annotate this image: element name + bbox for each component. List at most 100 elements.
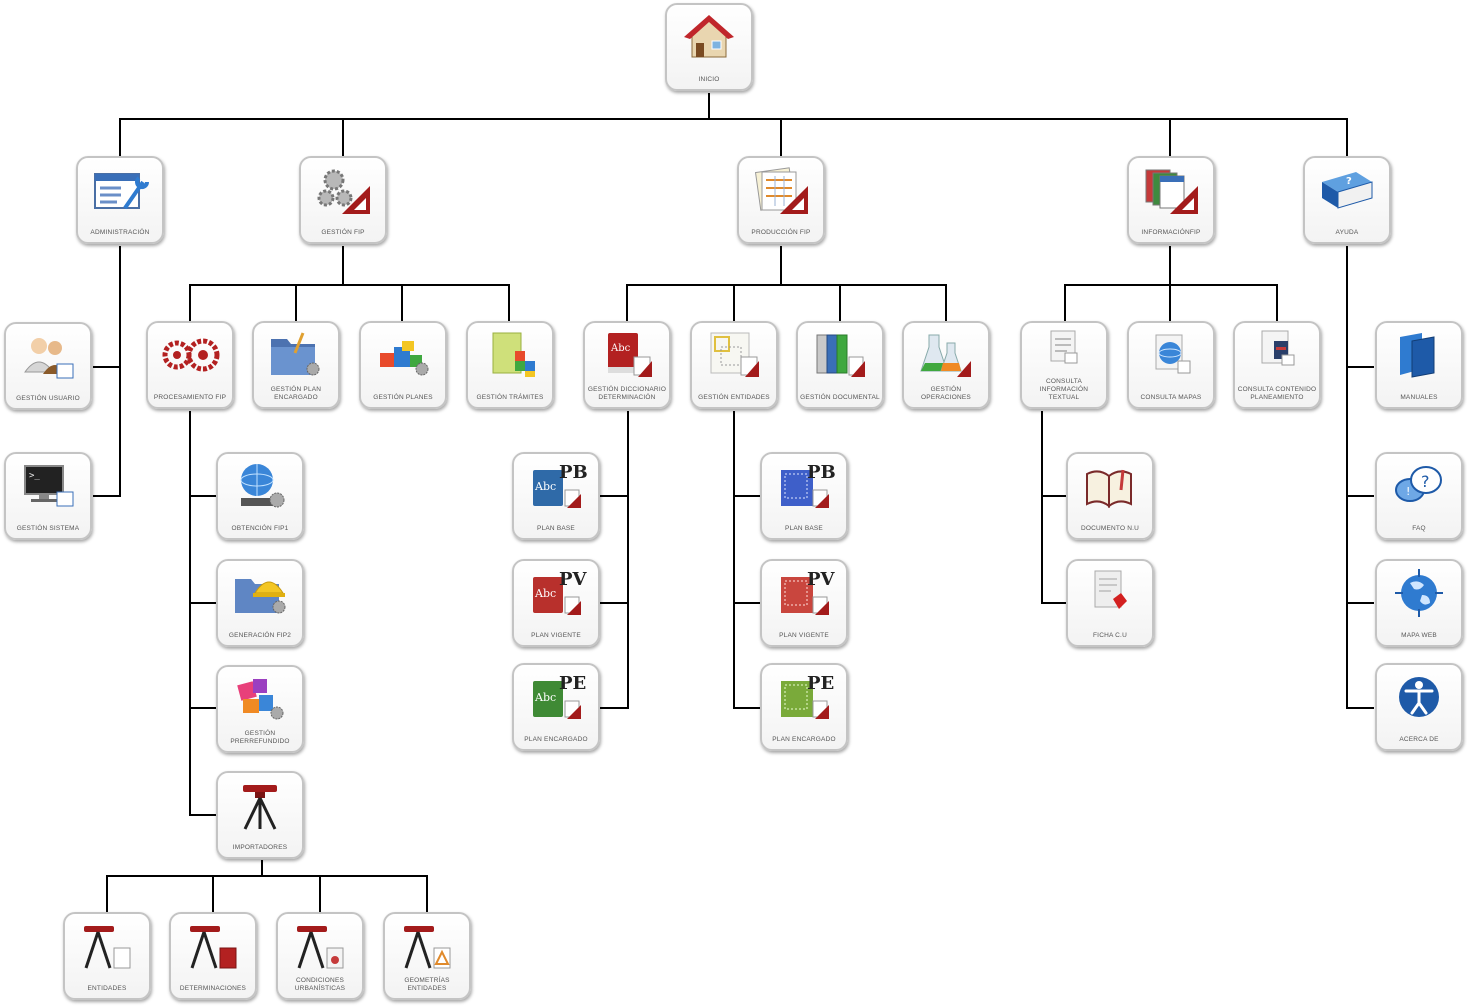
- node-label: ENTIDADES: [87, 985, 127, 992]
- node-gestion-fip[interactable]: GESTIÓN FIP: [299, 156, 387, 244]
- node-gestion-prerefundido[interactable]: GESTIÓN PRERREFUNDIDO: [216, 665, 304, 753]
- node-gestion-planes[interactable]: GESTIÓN PLANES: [359, 321, 447, 409]
- node-gestion-plan-encargado[interactable]: GESTIÓN PLAN ENCARGADO: [252, 321, 340, 409]
- house-icon: [684, 15, 734, 58]
- gears-ruler-icon: [317, 169, 370, 214]
- badge-text: PB: [807, 462, 835, 483]
- node-gestion-operaciones[interactable]: GESTIÓN OPERACIONES: [902, 321, 990, 409]
- node-administracion[interactable]: ADMINISTRACIÓN: [76, 156, 164, 244]
- node-consulta-mapas[interactable]: CONSULTA MAPAS: [1127, 321, 1215, 409]
- node-label: PLAN VIGENTE: [531, 632, 581, 639]
- node-gestion-diccionario[interactable]: Abc GESTIÓN DICCIONARIO DETERMINACIÓN: [583, 321, 671, 409]
- node-importadores[interactable]: IMPORTADORES: [216, 771, 304, 859]
- node-label: INFORMACIÓNFIP: [1141, 229, 1201, 236]
- node-label: GESTIÓN SISTEMA: [16, 525, 80, 532]
- node-label: CONSULTA INFORMACIÓN TEXTUAL: [1039, 378, 1089, 401]
- web-globe-icon: [1395, 569, 1443, 617]
- globe-document-icon: [1155, 334, 1191, 374]
- svg-text:Abc: Abc: [534, 691, 556, 704]
- book-pb-icon: Abc PB: [533, 462, 587, 508]
- node-produccion-fip[interactable]: PRODUCCIÓN FIP: [737, 156, 825, 244]
- svg-text:>_: >_: [29, 471, 40, 481]
- node-dic-plan-base[interactable]: Abc PB PLAN BASE: [512, 452, 600, 540]
- node-obtencion-fip1[interactable]: OBTENCIÓN FIP1: [216, 452, 304, 540]
- node-label: ACERCA DE: [1399, 736, 1439, 743]
- colored-shapes-icon: [237, 679, 284, 720]
- node-gestion-documental[interactable]: GESTIÓN DOCUMENTAL: [796, 321, 884, 409]
- documents-ruler-icon: [754, 167, 808, 214]
- node-ayuda[interactable]: ? AYUDA: [1303, 156, 1391, 244]
- node-generacion-fip2[interactable]: GENERACIÓN FIP2: [216, 559, 304, 647]
- node-gestion-sistema[interactable]: >_ GESTIÓN SISTEMA: [4, 452, 92, 540]
- folder-hardhat-icon: [235, 579, 286, 614]
- node-mapa-web[interactable]: MAPA WEB: [1375, 559, 1463, 647]
- node-consulta-info-textual[interactable]: CONSULTA INFORMACIÓN TEXTUAL: [1020, 321, 1108, 409]
- speech-bubbles-icon: ? !: [1395, 466, 1442, 502]
- node-label: GESTIÓN FIP: [321, 229, 365, 236]
- node-ent-plan-vigente[interactable]: PV PLAN VIGENTE: [760, 559, 848, 647]
- node-label: MAPA WEB: [1401, 632, 1437, 639]
- node-manuales[interactable]: MANUALES: [1375, 321, 1463, 409]
- node-dic-plan-vigente[interactable]: Abc PV PLAN VIGENTE: [512, 559, 600, 647]
- svg-text:?: ?: [1421, 472, 1430, 491]
- book-pv-icon: Abc PV: [533, 569, 587, 615]
- badge-text: PE: [559, 673, 586, 694]
- node-consulta-contenido[interactable]: CONSULTA CONTENIDO PLANEAMIENTO: [1233, 321, 1321, 409]
- accessibility-icon: [1399, 677, 1439, 717]
- node-gestion-usuario[interactable]: GESTIÓN USUARIO: [4, 322, 92, 410]
- folder-tools-icon: [271, 332, 320, 376]
- tripod-level-icon: [243, 785, 277, 830]
- node-label: GESTIÓN DICCIONARIO DETERMINACIÓN: [587, 386, 667, 401]
- sheet-pb-icon: PB: [781, 462, 835, 508]
- node-documento-nu[interactable]: DOCUMENTO N.U: [1066, 452, 1154, 540]
- settings-window-icon: [94, 173, 149, 210]
- node-procesamiento-fip[interactable]: PROCESAMIENTO FIP: [146, 321, 234, 409]
- node-label: PLAN ENCARGADO: [772, 736, 836, 743]
- node-gestion-entidades[interactable]: GESTIÓN ENTIDADES: [690, 321, 778, 409]
- node-determinaciones[interactable]: DETERMINACIONES: [169, 912, 257, 1000]
- node-ficha-cu[interactable]: FICHA C.U: [1066, 559, 1154, 647]
- red-gears-icon: [162, 338, 220, 372]
- node-ent-plan-encargado[interactable]: PE PLAN ENCARGADO: [760, 663, 848, 751]
- node-label: PROCESAMIENTO FIP: [153, 394, 227, 401]
- badge-text: PB: [559, 462, 587, 483]
- node-dic-plan-encargado[interactable]: Abc PE PLAN ENCARGADO: [512, 663, 600, 751]
- node-entidades[interactable]: ENTIDADES: [63, 912, 151, 1000]
- documents-stack-ruler-icon: [1145, 169, 1198, 214]
- node-label: FICHA C.U: [1093, 632, 1127, 639]
- file-blocks-icon: [492, 332, 535, 377]
- sheet-pv-icon: PV: [781, 569, 835, 615]
- dictionary-book-icon: Abc: [608, 333, 652, 377]
- node-label: FAQ: [1412, 525, 1426, 532]
- svg-text:!: !: [1406, 485, 1410, 498]
- node-ent-plan-base[interactable]: PB PLAN BASE: [760, 452, 848, 540]
- globe-server-icon: [240, 464, 285, 508]
- node-label: MANUALES: [1400, 394, 1438, 401]
- binders-icon: [816, 334, 865, 377]
- node-label: GESTIÓN OPERACIONES: [921, 386, 971, 401]
- users-icon: [24, 338, 74, 379]
- node-faq[interactable]: ? ! FAQ: [1375, 452, 1463, 540]
- badge-text: PV: [559, 569, 587, 590]
- page-marker-icon: [1094, 570, 1127, 609]
- node-label: AYUDA: [1335, 229, 1359, 236]
- open-book-icon: [1086, 469, 1132, 509]
- terminal-monitor-icon: >_: [24, 465, 74, 507]
- lab-flasks-icon: [920, 334, 971, 377]
- tripod-geometry-icon: [404, 926, 451, 969]
- node-gestion-tramites[interactable]: GESTIÓN TRÁMITES: [466, 321, 554, 409]
- svg-text:Abc: Abc: [534, 480, 556, 493]
- node-inicio[interactable]: INICIO: [665, 3, 753, 91]
- svg-text:Abc: Abc: [610, 343, 631, 354]
- node-label: CONDICIONES URBANÍSTICAS: [294, 977, 346, 992]
- node-geometrias-entidades[interactable]: GEOMETRÍAS ENTIDADES: [383, 912, 471, 1000]
- node-condiciones-urbanisticas[interactable]: CONDICIONES URBANÍSTICAS: [276, 912, 364, 1000]
- node-label: OBTENCIÓN FIP1: [231, 525, 289, 532]
- node-label: GESTIÓN USUARIO: [16, 395, 80, 402]
- tripod-page-icon: [297, 926, 344, 969]
- svg-text:Abc: Abc: [534, 587, 556, 600]
- building-blocks-icon: [380, 341, 429, 376]
- node-informacion-fip[interactable]: INFORMACIÓNFIP: [1127, 156, 1215, 244]
- node-acerca-de[interactable]: ACERCA DE: [1375, 663, 1463, 751]
